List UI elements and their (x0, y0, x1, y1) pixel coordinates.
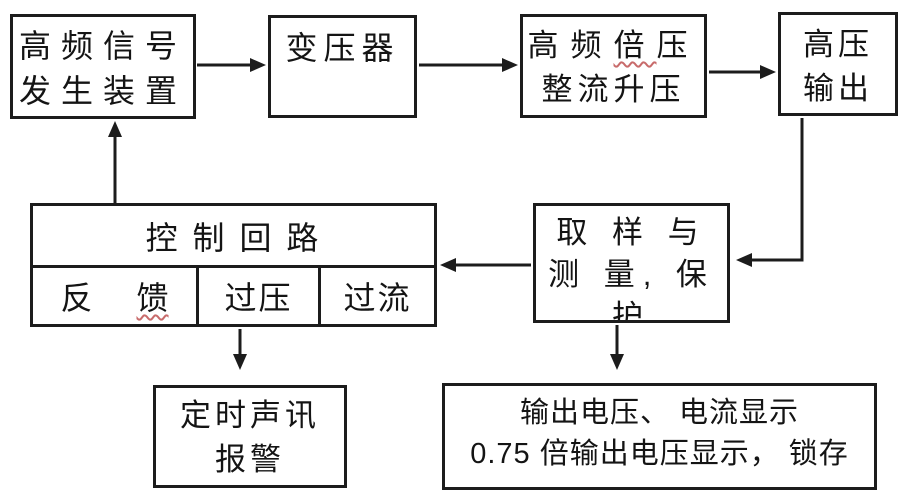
arrow-control-to-signal (108, 121, 122, 203)
node-label: 变压器 (285, 30, 400, 66)
control-loop-header: 控 制 回 路 (33, 206, 434, 268)
node-label-clipped: 护 (612, 299, 651, 323)
node-voltage-doubler-rectifier: 高频倍压 整流升压 (520, 14, 707, 118)
node-label: 取 样 与 (556, 215, 707, 250)
node-hv-output: 高压 输出 (778, 12, 898, 116)
node-label: 测 量, 保 (548, 257, 715, 292)
spellcheck-underline: 倍 (613, 28, 657, 63)
spellcheck-underline: 馈 (136, 280, 169, 316)
node-label: 高压 (803, 27, 873, 62)
cell-overcurrent: 过流 (343, 280, 412, 316)
node-hf-signal-generator: 高频信号 发生装置 (10, 14, 196, 119)
node-label: 发生装置 (18, 73, 187, 109)
node-label: 高频倍压 (527, 28, 700, 63)
node-timer-audio-alarm: 定时声讯 报警 (153, 385, 347, 488)
node-label: 输出电压、 电流显示 (519, 397, 800, 429)
node-control-loop: 控 制 回 路 反 馈 过压 过流 (30, 203, 437, 327)
cell-label: 反 (60, 280, 93, 316)
arrow-sampling-to-display (610, 325, 624, 370)
arrow-rectifier-to-hv-output (709, 65, 776, 79)
arrow-hv-output-to-sampling (736, 118, 804, 267)
arrow-control-to-alarm (233, 329, 247, 370)
node-label: 输出 (803, 71, 873, 106)
control-loop-subcells: 反 馈 过压 过流 (33, 268, 434, 324)
node-label: 高频信号 (18, 28, 187, 64)
node-label: 整流升压 (541, 72, 686, 107)
node-label: 报警 (215, 442, 285, 477)
node-output-display-latch: 输出电压、 电流显示 0.75 倍输出电压显示， 锁存 (442, 383, 877, 490)
arrow-sampling-to-control (440, 258, 531, 272)
cell-feedback: 反 馈 (33, 268, 199, 324)
node-label: 定时声讯 (180, 398, 320, 433)
arrow-transformer-to-rectifier (419, 58, 518, 72)
node-transformer: 变压器 (268, 15, 417, 118)
cell-overvoltage: 过压 (199, 268, 321, 324)
node-sampling-measure-protect: 取 样 与 测 量, 保 护 (533, 203, 730, 323)
arrow-signal-to-transformer (197, 58, 266, 72)
node-label: 0.75 倍输出电压显示， 锁存 (470, 438, 849, 470)
